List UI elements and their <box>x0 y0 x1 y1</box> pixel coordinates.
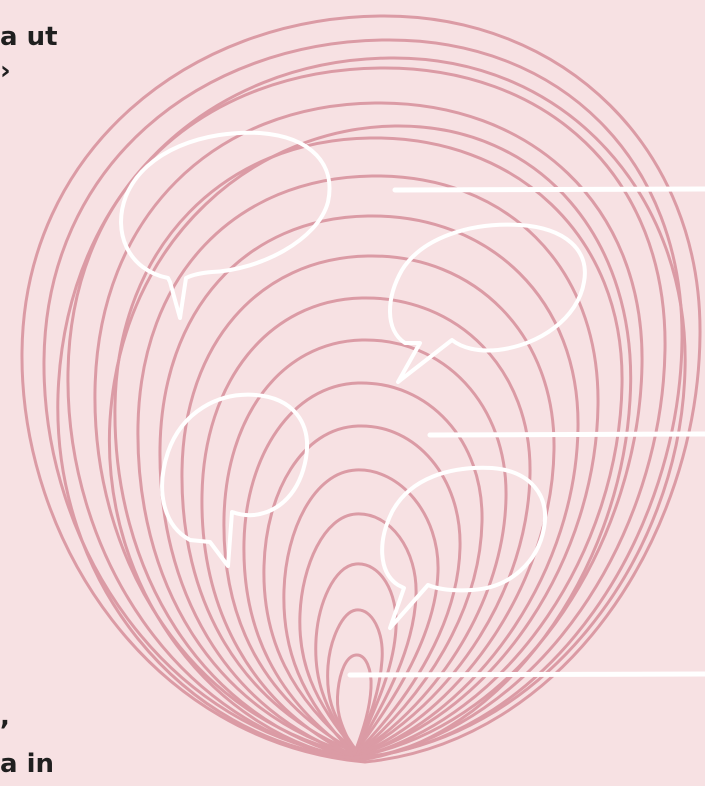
speech-bubble-icon <box>388 222 587 384</box>
scribble-loop <box>242 381 484 757</box>
text-fragment-top-second: › <box>0 56 11 86</box>
scribble-loop <box>326 608 384 754</box>
speech-bubble-icon <box>380 465 547 630</box>
scribble-loop <box>113 136 624 760</box>
scribble-loop <box>20 14 702 764</box>
scribble-loop <box>93 101 644 758</box>
text-fragment-top: a ut <box>0 22 58 52</box>
scribble-loop <box>158 214 580 759</box>
callout-line-middle <box>427 431 705 438</box>
scribble-loop <box>298 512 418 754</box>
scribble-loop <box>180 254 556 756</box>
scribble-funnel <box>20 14 702 764</box>
callout-line-bottom <box>347 671 705 678</box>
scribble-loop <box>107 124 633 762</box>
text-fragment-bottom: a in <box>0 749 55 779</box>
callout-lines <box>347 186 705 678</box>
callout-line-top <box>392 186 705 193</box>
speech-bubble-icon <box>160 392 309 568</box>
scribble-loop <box>136 174 600 757</box>
scribble-loop <box>222 338 508 755</box>
scribble-loop <box>282 468 440 757</box>
text-fragment-bottom-first: , <box>0 702 10 732</box>
scribble-loop <box>56 56 687 760</box>
scribble-loop <box>335 653 373 756</box>
speech-bubble-icon <box>119 130 332 320</box>
scribble-loop <box>262 424 462 755</box>
scribble-loop <box>200 296 532 758</box>
scribble-loop <box>314 562 398 756</box>
scribble-loop <box>66 66 667 762</box>
